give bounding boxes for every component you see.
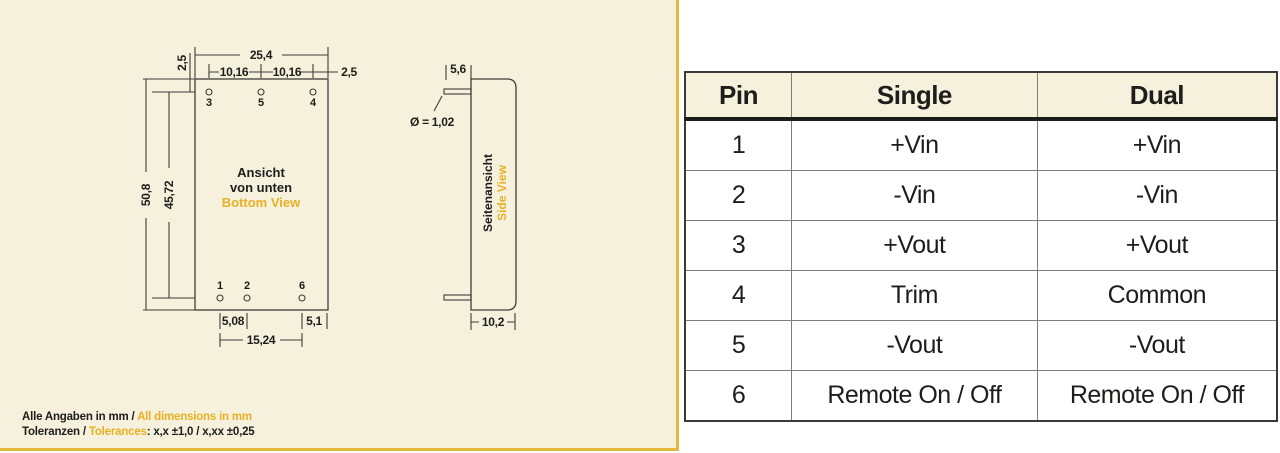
cell-single: Trim	[791, 270, 1038, 321]
side-view-outline	[470, 78, 517, 311]
note-units: Alle Angaben in mm / All dimensions in m…	[22, 410, 254, 425]
dim-pitch-right: 10,16	[273, 65, 302, 79]
note-units-en: All dimensions in mm	[137, 411, 252, 423]
cell-single: -Vout	[791, 320, 1038, 371]
cell-dual: Remote On / Off	[1036, 370, 1278, 422]
pin-hole-2	[243, 294, 251, 302]
column-header-dual: Dual	[1036, 72, 1278, 121]
panel-divider	[676, 0, 679, 451]
dim-pitch-bottom: 5,08	[222, 314, 245, 328]
cell-dual: -Vout	[1036, 320, 1278, 371]
dim-pin-diameter: Ø = 1,02	[410, 115, 455, 129]
pin-number: 6	[299, 280, 305, 292]
table-header-row: Pin Single Dual	[684, 72, 1278, 121]
table-row: 6 Remote On / Off Remote On / Off	[684, 370, 1278, 422]
side-view-title-en: Side View	[495, 164, 509, 220]
pin-number: 1	[217, 280, 223, 292]
dim-margin-top: 2,5	[175, 54, 189, 70]
mechanical-drawing: 3 5 4 1 2 6 25,4 10,16 10,16 2,	[139, 47, 517, 347]
pin-number: 4	[310, 97, 317, 109]
cell-single: +Vout	[791, 220, 1038, 271]
bottom-view-outline	[194, 78, 329, 311]
top-dimensions: 25,4 10,16 10,16 2,5	[194, 47, 358, 79]
dim-width-total: 25,4	[250, 48, 273, 62]
note-tolerances: Toleranzen / Tolerances: x,x ±1,0 / x,xx…	[22, 425, 255, 440]
cell-pin: 1	[684, 118, 793, 171]
pin-hole-3	[205, 88, 213, 96]
column-header-pin: Pin	[684, 72, 793, 121]
cell-dual: Common	[1036, 270, 1278, 321]
left-dimensions: 2,5 50,8 45,72	[139, 53, 195, 311]
table-row: 3 +Vout +Vout	[684, 220, 1278, 271]
dim-height-total: 50,8	[139, 183, 153, 206]
cell-single: -Vin	[791, 170, 1038, 221]
cell-dual: +Vout	[1036, 220, 1278, 271]
side-view: 5,6 Ø = 1,02 10,2 Seitenansicht Side Vie…	[410, 62, 517, 330]
cell-single: Remote On / Off	[791, 370, 1038, 422]
dim-pin-row-span: 45,72	[162, 180, 176, 209]
cell-pin: 2	[684, 170, 793, 221]
column-header-single: Single	[791, 72, 1038, 121]
pin-number: 2	[244, 280, 250, 292]
side-pin-top	[443, 88, 472, 95]
side-view-title-de: Seitenansicht	[481, 154, 495, 232]
dim-margin-right: 2,5	[341, 65, 357, 79]
cell-pin: 3	[684, 220, 793, 271]
dimension-notes: Alle Angaben in mm / All dimensions in m…	[22, 410, 255, 440]
pin-hole-1	[216, 294, 224, 302]
dim-depth: 10,2	[482, 315, 505, 329]
cell-pin: 5	[684, 320, 793, 371]
cell-dual: -Vin	[1036, 170, 1278, 221]
bottom-view: 3 5 4 1 2 6 25,4 10,16 10,16 2,	[139, 47, 358, 347]
table-row: 1 +Vin +Vin	[684, 118, 1278, 171]
cell-single: +Vin	[791, 118, 1038, 171]
cell-pin: 6	[684, 370, 793, 422]
bottom-dimensions: 5,08 5,1 15,24	[219, 313, 328, 347]
note-tolerances-en: Tolerances	[88, 425, 147, 438]
note-tolerances-de: Toleranzen /	[22, 425, 89, 438]
dim-pin-length: 5,6	[450, 62, 466, 76]
pin-function-table: Pin Single Dual 1 +Vin +Vin 2 -Vin -Vin …	[684, 71, 1278, 422]
bottom-view-title-en: Bottom View	[222, 195, 301, 210]
pin-hole-5	[257, 88, 265, 96]
leader-line	[433, 95, 443, 112]
mechanical-drawing-panel: 3 5 4 1 2 6 25,4 10,16 10,16 2,	[0, 0, 676, 451]
pin-hole-4	[309, 88, 317, 96]
table-row: 5 -Vout -Vout	[684, 320, 1278, 371]
bottom-view-title-de-2: von unten	[230, 180, 292, 195]
pin-number: 5	[258, 97, 264, 109]
table-row: 4 Trim Common	[684, 270, 1278, 321]
table-row: 2 -Vin -Vin	[684, 170, 1278, 221]
cell-pin: 4	[684, 270, 793, 321]
pin-number: 3	[206, 97, 212, 109]
dim-pitch-left: 10,16	[220, 65, 249, 79]
note-units-de: Alle Angaben in mm /	[22, 411, 138, 423]
cell-dual: +Vin	[1036, 118, 1278, 171]
bottom-view-title-de-1: Ansicht	[237, 165, 285, 180]
dim-margin-bottom-right: 5,1	[306, 314, 322, 328]
pin-hole-6	[298, 294, 306, 302]
side-pin-bottom	[443, 294, 472, 301]
note-tolerances-values: : x,x ±1,0 / x,xx ±0,25	[146, 425, 255, 438]
dim-span-bottom: 15,24	[247, 333, 276, 347]
